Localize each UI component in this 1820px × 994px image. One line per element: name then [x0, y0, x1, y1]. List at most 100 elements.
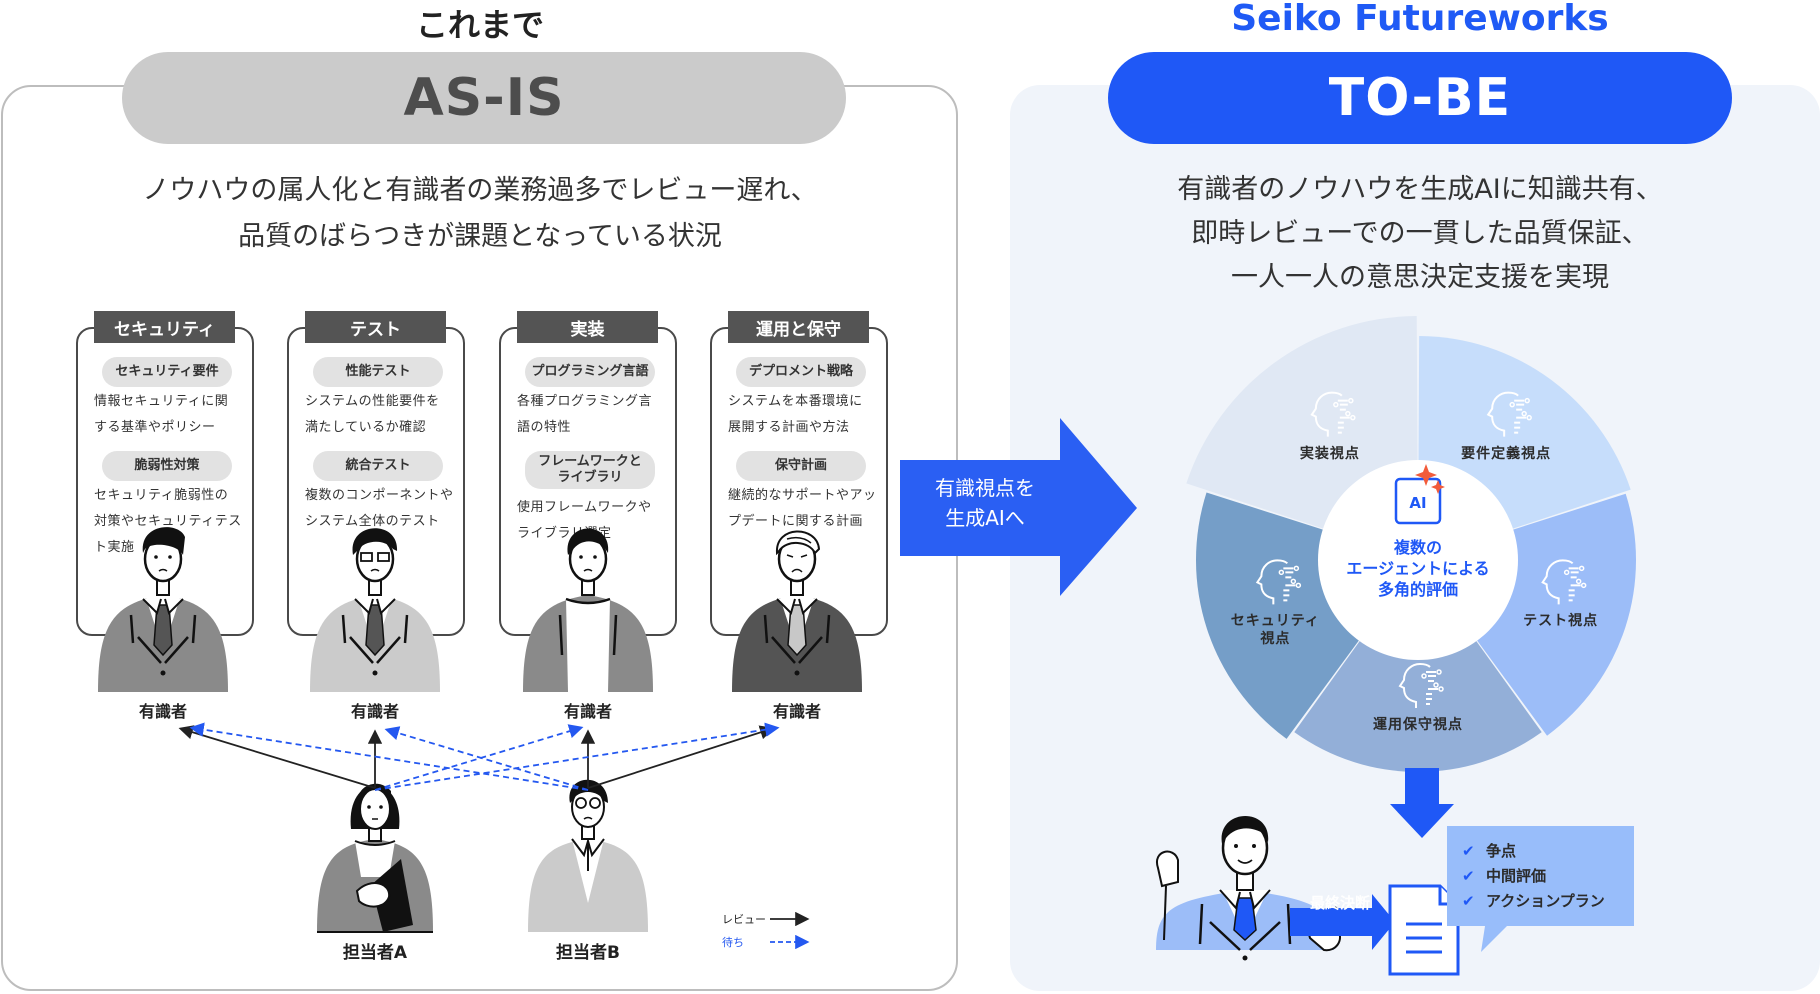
review-arrow: [178, 725, 376, 789]
expert-label: 有識者: [138, 702, 187, 721]
knowledge-description-line: 対策やセキュリティテス: [94, 514, 242, 529]
knowledge-description-line: 継続的なサポートやアッ: [728, 488, 877, 503]
transition-label: 有識視点を 生成AIへ: [905, 473, 1065, 533]
hub-text-line: 多角的評価: [1377, 580, 1458, 599]
knowledge-description-line: システムを本番環境に: [728, 394, 863, 409]
wait-arrow: [374, 724, 584, 791]
knowledge-description-line: ト実施: [94, 540, 135, 555]
wheel-segment-label: セキュリティ 視点: [1230, 613, 1320, 648]
to-be-description-line: 有識者のノウハウを生成AIに知識共有、: [1177, 174, 1663, 205]
knowledge-description-line: システムの性能要件を: [305, 394, 440, 409]
final-decision-arrow: [1290, 894, 1395, 950]
review-arrow: [587, 725, 775, 789]
knowledge-description-line: 各種プログラミング言: [517, 394, 653, 409]
wheel-segment-label: 実装視点: [1299, 445, 1360, 462]
knowledge-chip: 保守計画: [736, 451, 866, 481]
wheel-segment: [1294, 560, 1542, 772]
ai-head-icon: [1398, 662, 1444, 708]
expert-person-3: [523, 528, 653, 692]
knowledge-card-tab: セキュリティ: [94, 311, 235, 343]
transition-label-line: 生成AIへ: [945, 506, 1025, 530]
expert-person-4: [732, 530, 862, 692]
output-item: ✔ 争点: [1462, 838, 1605, 863]
staff-label: 担当者B: [556, 943, 620, 963]
company-name: Seiko Futureworks: [1231, 0, 1609, 39]
check-icon: ✔: [1462, 891, 1475, 910]
staff-person-a: [317, 783, 433, 933]
transition-arrow: [900, 418, 1137, 596]
knowledge-chip: デプロメント戦略: [736, 357, 866, 387]
to-be-description: 有識者のノウハウを生成AIに知識共有、 即時レビューでの一貫した品質保証、 一人…: [1060, 168, 1780, 300]
output-item-label: アクションプラン: [1486, 892, 1605, 910]
as-is-title: AS-IS: [122, 52, 846, 144]
review-arrows: [178, 722, 810, 950]
legend-wait-label: 待ち: [722, 936, 744, 949]
knowledge-description: システムの性能要件を満たしているか確認: [305, 389, 455, 441]
to-be-title: TO-BE: [1108, 52, 1732, 144]
as-is-description-line: 品質のばらつきが課題となっている状況: [238, 221, 722, 252]
staff-person-b: [528, 779, 648, 932]
knowledge-description: セキュリティ脆弱性の対策やセキュリティテスト実施: [94, 483, 244, 561]
knowledge-card: プログラミング言語各種プログラミング言語の特性フレームワークと ライブラリ使用フ…: [499, 327, 677, 636]
ai-head-icon: [1255, 559, 1302, 605]
knowledge-description-line: プデートに関する計画: [728, 514, 864, 529]
as-is-description: ノウハウの属人化と有識者の業務過多でレビュー遅れ、 品質のばらつきが課題となって…: [100, 168, 860, 260]
hub-circle: [1318, 460, 1518, 660]
expert-label: 有識者: [563, 702, 612, 721]
output-item: ✔ 中間評価: [1462, 863, 1605, 888]
knowledge-description-line: セキュリティ脆弱性の: [94, 488, 229, 503]
staff-label: 担当者A: [342, 943, 408, 963]
knowledge-chip: プログラミング言語: [525, 357, 655, 387]
knowledge-description-line: 複数のコンポーネントや: [305, 488, 454, 503]
decision-illustration: [1155, 815, 1460, 976]
legend-review-label: レビュー: [722, 913, 766, 926]
ai-icon: [1394, 464, 1445, 525]
as-is-caption: これまで: [415, 6, 544, 44]
knowledge-card-tab: テスト: [305, 311, 446, 343]
transition-label-line: 有識視点を: [935, 476, 1035, 500]
output-item-label: 争点: [1486, 842, 1517, 860]
output-item: ✔ アクションプラン: [1462, 888, 1605, 913]
expert-person-2: [310, 528, 440, 692]
check-icon: ✔: [1462, 866, 1475, 885]
check-icon: ✔: [1462, 841, 1475, 860]
ai-head-icon: [1486, 391, 1532, 437]
output-item-label: 中間評価: [1486, 867, 1547, 885]
knowledge-description: 継続的なサポートやアップデートに関する計画: [728, 483, 878, 535]
knowledge-description-line: 使用フレームワークや: [517, 500, 652, 515]
to-be-description-line: 即時レビューでの一貫した品質保証、: [1191, 218, 1649, 249]
knowledge-description-line: 語の特性: [517, 420, 572, 435]
knowledge-description: システムを本番環境に展開する計画や方法: [728, 389, 878, 441]
knowledge-chip: 性能テスト: [313, 357, 443, 387]
knowledge-description-line: 情報セキュリティに関: [94, 394, 229, 409]
knowledge-description: 各種プログラミング言語の特性: [517, 389, 667, 441]
expert-label: 有識者: [772, 702, 821, 721]
knowledge-description-line: する基準やポリシー: [94, 420, 216, 435]
expert-label: 有識者: [350, 702, 399, 721]
decision-maker-person: [1155, 815, 1344, 961]
knowledge-description: 複数のコンポーネントやシステム全体のテスト: [305, 483, 455, 535]
wheel-segment-label: 運用保守視点: [1373, 717, 1463, 733]
ai-head-icon: [1541, 559, 1587, 605]
output-list: ✔ 争点 ✔ 中間評価 ✔ アクションプラン: [1462, 838, 1605, 913]
wait-arrow: [384, 726, 589, 791]
hub-text-line: エージェントによる: [1346, 559, 1490, 578]
hub-text-line: 複数の: [1393, 538, 1442, 557]
agent-wheel: AI: [1186, 316, 1636, 772]
knowledge-card-tab: 運用と保守: [728, 311, 869, 343]
knowledge-chip: セキュリティ要件: [102, 357, 232, 387]
final-decision-label: 最終決断: [1309, 894, 1370, 912]
knowledge-description: 情報セキュリティに関する基準やポリシー: [94, 389, 244, 441]
hub-text: 複数の エージェントによる 多角的評価: [1328, 537, 1508, 600]
wheel-segment-label: テスト視点: [1523, 613, 1599, 630]
ai-icon-label: AI: [1409, 494, 1426, 512]
expert-person-1: [98, 527, 228, 692]
knowledge-card-tab: 実装: [517, 311, 658, 343]
wait-arrow: [189, 722, 589, 791]
knowledge-description-line: 満たしているか確認: [305, 420, 427, 435]
knowledge-chip: フレームワークと ライブラリ: [525, 451, 655, 489]
knowledge-chip: 脆弱性対策: [102, 451, 232, 481]
to-be-description-line: 一人一人の意思決定支援を実現: [1231, 262, 1609, 293]
ai-head-icon: [1310, 391, 1356, 437]
experts-illustration: [98, 527, 862, 933]
